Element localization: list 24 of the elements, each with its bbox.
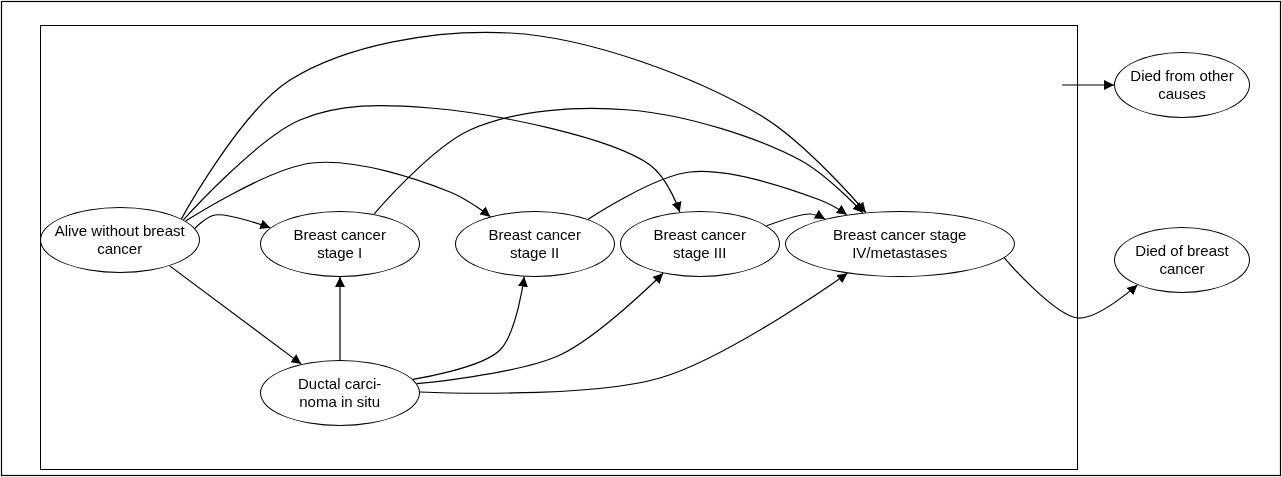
- arrow: [169, 265, 302, 365]
- arrow: [419, 272, 849, 394]
- state-label: Breast cancer stage IV/metastases: [832, 225, 968, 262]
- arrow: [1061, 80, 1115, 90]
- arrow: [182, 105, 682, 221]
- state-label: Alive without breast cancer: [53, 221, 186, 258]
- arrow: [180, 31, 867, 220]
- arrow: [185, 161, 491, 222]
- state-label: Breast cancer stage I: [292, 225, 387, 262]
- arrow: [194, 214, 271, 230]
- arrow: [766, 209, 826, 227]
- container-box: [40, 25, 1078, 470]
- state-label: Breast cancer stage III: [652, 225, 747, 262]
- arrow: [373, 107, 864, 215]
- arrow: [1003, 257, 1138, 319]
- state-ellipse: [39, 206, 200, 273]
- arrow: [412, 276, 528, 380]
- arrow: [335, 276, 345, 361]
- state-label: Died of breast cancer: [1134, 242, 1230, 278]
- state-label: Ductal carci- noma in situ: [297, 374, 383, 411]
- arrow: [587, 170, 848, 220]
- state-label: Breast cancer stage II: [487, 225, 582, 262]
- arrow: [416, 272, 664, 385]
- state-label: Died from other causes: [1129, 67, 1235, 103]
